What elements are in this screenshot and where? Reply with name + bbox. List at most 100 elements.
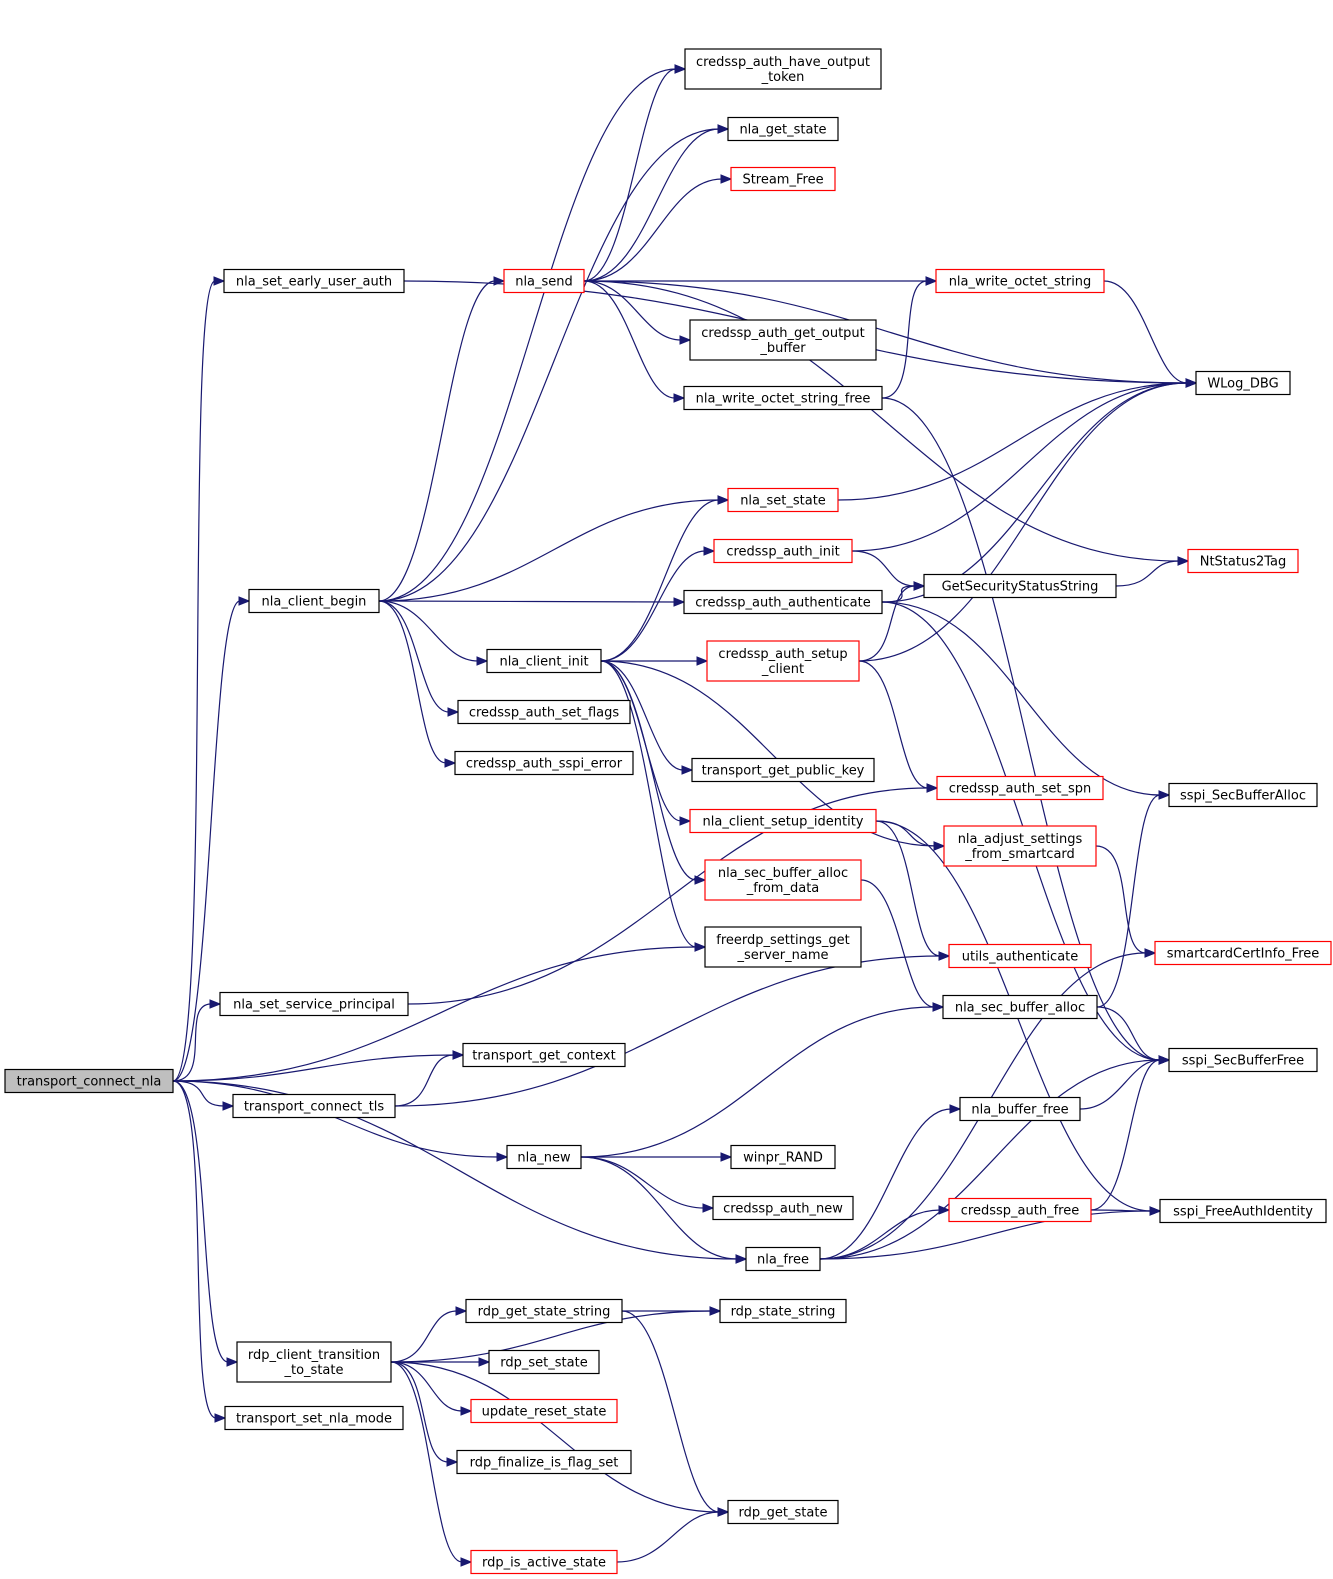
edge-nla-write-octet-string-free-to-nla-write-octet-string — [881, 276, 938, 399]
node-label: credssp_auth_init — [726, 545, 839, 560]
node-nla-get-state[interactable]: nla_get_state — [727, 116, 839, 142]
node-label: _token — [761, 70, 805, 85]
node-box — [684, 48, 882, 90]
node-label: update_reset_state — [482, 1405, 607, 1420]
node-wlog-dbg[interactable]: WLog_DBG — [1195, 370, 1291, 396]
node-box — [683, 589, 883, 615]
node-rdp-finalize-is-flag-set[interactable]: rdp_finalize_is_flag_set — [456, 1449, 632, 1475]
node-label: transport_set_nla_mode — [236, 1412, 392, 1427]
edge-transport-connect-nla-to-nla-set-service-principal — [172, 999, 222, 1082]
node-nla-sec-buffer-alloc[interactable]: nla_sec_buffer_alloc — [942, 994, 1098, 1020]
node-nla-send[interactable]: nla_send — [503, 268, 585, 294]
node-credssp-auth-free[interactable]: credssp_auth_free — [948, 1197, 1092, 1223]
node-label: _buffer — [759, 341, 806, 356]
node-nla-set-service-principal[interactable]: nla_set_service_principal — [219, 991, 409, 1017]
node-box — [689, 808, 877, 834]
node-box — [704, 926, 862, 968]
node-credssp-auth-set-spn[interactable]: credssp_auth_set_spn — [936, 775, 1104, 801]
edge-nla-client-init-to-credssp-auth-init — [600, 546, 716, 662]
node-freerdp-settings-get-server-name[interactable]: freerdp_settings_get_server_name — [704, 926, 862, 968]
node-box — [727, 116, 839, 142]
node-box — [923, 573, 1117, 599]
node-rdp-is-active-state[interactable]: rdp_is_active_state — [470, 1549, 618, 1575]
node-rdp-client-transition-to-state[interactable]: rdp_client_transition_to_state — [236, 1341, 392, 1383]
node-nla-write-octet-string[interactable]: nla_write_octet_string — [935, 268, 1105, 294]
node-nla-write-octet-string-free[interactable]: nla_write_octet_string_free — [683, 385, 883, 411]
node-sspi-secbufferfree[interactable]: sspi_SecBufferFree — [1168, 1047, 1318, 1073]
node-box — [1168, 1047, 1318, 1073]
node-box — [935, 268, 1105, 294]
node-label: _client — [761, 662, 804, 677]
node-label: credssp_auth_have_output — [696, 55, 870, 70]
edge-rdp-client-transition-to-state-to-rdp-get-state — [390, 1361, 730, 1517]
edge-transport-connect-tls-to-transport-get-context — [394, 1050, 465, 1107]
node-nla-buffer-free[interactable]: nla_buffer_free — [959, 1096, 1081, 1122]
node-rdp-state-string[interactable]: rdp_state_string — [719, 1298, 847, 1324]
node-smartcardcertinfo-free[interactable]: smartcardCertInfo_Free — [1154, 940, 1332, 966]
node-label: _from_smartcard — [964, 847, 1075, 862]
node-credssp-auth-init[interactable]: credssp_auth_init — [713, 538, 853, 564]
edge-nla-client-begin-to-credssp-auth-authenticate — [378, 597, 686, 607]
node-credssp-auth-have-output-token[interactable]: credssp_auth_have_output_token — [684, 48, 882, 90]
node-box — [943, 825, 1097, 867]
edge-nla-new-to-winpr-rand — [581, 1152, 733, 1162]
node-nla-client-setup-identity[interactable]: nla_client_setup_identity — [689, 808, 877, 834]
edge-nla-adjust-settings-from-smartcard-to-smartcardcertinfo-free — [1095, 845, 1157, 958]
node-transport-connect-tls[interactable]: transport_connect_tls — [232, 1093, 396, 1119]
node-transport-get-public-key[interactable]: transport_get_public_key — [691, 757, 875, 783]
node-utils-authenticate[interactable]: utils_authenticate — [948, 943, 1092, 969]
edge-nla-client-init-to-freerdp-settings-get-server-name — [600, 660, 707, 952]
node-label: GetSecurityStatusString — [942, 580, 1099, 595]
node-nla-new[interactable]: nla_new — [506, 1144, 582, 1170]
node-box — [486, 648, 602, 674]
node-transport-set-nla-mode[interactable]: transport_set_nla_mode — [224, 1405, 404, 1431]
edge-nla-free-to-nla-buffer-free — [819, 1104, 962, 1260]
node-credssp-auth-authenticate[interactable]: credssp_auth_authenticate — [683, 589, 883, 615]
node-label: nla_buffer_free — [971, 1103, 1068, 1118]
node-label: sspi_SecBufferFree — [1182, 1054, 1304, 1069]
node-ntstatus2tag[interactable]: NtStatus2Tag — [1187, 548, 1299, 574]
node-credssp-auth-get-output-buffer[interactable]: credssp_auth_get_output_buffer — [689, 319, 877, 361]
node-box — [948, 943, 1092, 969]
edge-credssp-auth-setup-client-to-getsecuritystatusstring — [858, 581, 926, 662]
node-nla-adjust-settings-from-smartcard[interactable]: nla_adjust_settings_from_smartcard — [943, 825, 1097, 867]
node-nla-set-early-user-auth[interactable]: nla_set_early_user_auth — [223, 268, 405, 294]
node-box — [506, 1144, 582, 1170]
node-nla-client-init[interactable]: nla_client_init — [486, 648, 602, 674]
node-nla-free[interactable]: nla_free — [745, 1246, 821, 1272]
node-stream-free[interactable]: Stream_Free — [730, 166, 836, 192]
node-rdp-set-state[interactable]: rdp_set_state — [488, 1349, 600, 1375]
node-credssp-auth-sspi-error[interactable]: credssp_auth_sspi_error — [454, 750, 634, 776]
node-nla-client-begin[interactable]: nla_client_begin — [248, 588, 380, 614]
node-sspi-secbufferalloc[interactable]: sspi_SecBufferAlloc — [1168, 782, 1318, 808]
edge-rdp-client-transition-to-state-to-rdp-get-state-string — [390, 1306, 468, 1363]
node-label: sspi_SecBufferAlloc — [1180, 789, 1306, 804]
edge-nla-client-init-to-credssp-auth-setup-client — [601, 656, 709, 666]
node-winpr-rand[interactable]: winpr_RAND — [730, 1144, 836, 1170]
node-label: rdp_get_state — [739, 1506, 828, 1521]
node-update-reset-state[interactable]: update_reset_state — [470, 1398, 618, 1424]
node-rdp-get-state[interactable]: rdp_get_state — [727, 1499, 839, 1525]
node-nla-set-state[interactable]: nla_set_state — [727, 487, 839, 513]
edge-nla-client-begin-to-nla-get-state — [378, 124, 730, 602]
node-label: nla_set_state — [740, 494, 826, 509]
node-getsecuritystatusstring[interactable]: GetSecurityStatusString — [923, 573, 1117, 599]
node-rdp-get-state-string[interactable]: rdp_get_state_string — [465, 1298, 623, 1324]
node-box — [1168, 782, 1318, 808]
node-transport-connect-nla[interactable]: transport_connect_nla — [4, 1068, 174, 1094]
node-transport-get-context[interactable]: transport_get_context — [462, 1042, 626, 1068]
node-credssp-auth-setup-client[interactable]: credssp_auth_setup_client — [706, 640, 860, 682]
edge-credssp-auth-authenticate-to-wlog-dbg — [881, 378, 1198, 603]
edge-nla-client-init-to-nla-set-state — [600, 495, 730, 662]
node-box — [745, 1246, 821, 1272]
node-credssp-auth-set-flags[interactable]: credssp_auth_set_flags — [457, 699, 631, 725]
node-box — [219, 991, 409, 1017]
node-nla-sec-buffer-alloc-from-data[interactable]: nla_sec_buffer_alloc_from_data — [704, 859, 862, 901]
edge-nla-client-init-to-transport-get-public-key — [600, 660, 694, 775]
edge-nla-client-begin-to-nla-send — [378, 276, 506, 602]
node-box — [1154, 940, 1332, 966]
node-box — [4, 1068, 174, 1094]
node-sspi-freeauthidentity[interactable]: sspi_FreeAuthIdentity — [1159, 1198, 1327, 1224]
node-box — [730, 1144, 836, 1170]
node-credssp-auth-new[interactable]: credssp_auth_new — [712, 1195, 854, 1221]
